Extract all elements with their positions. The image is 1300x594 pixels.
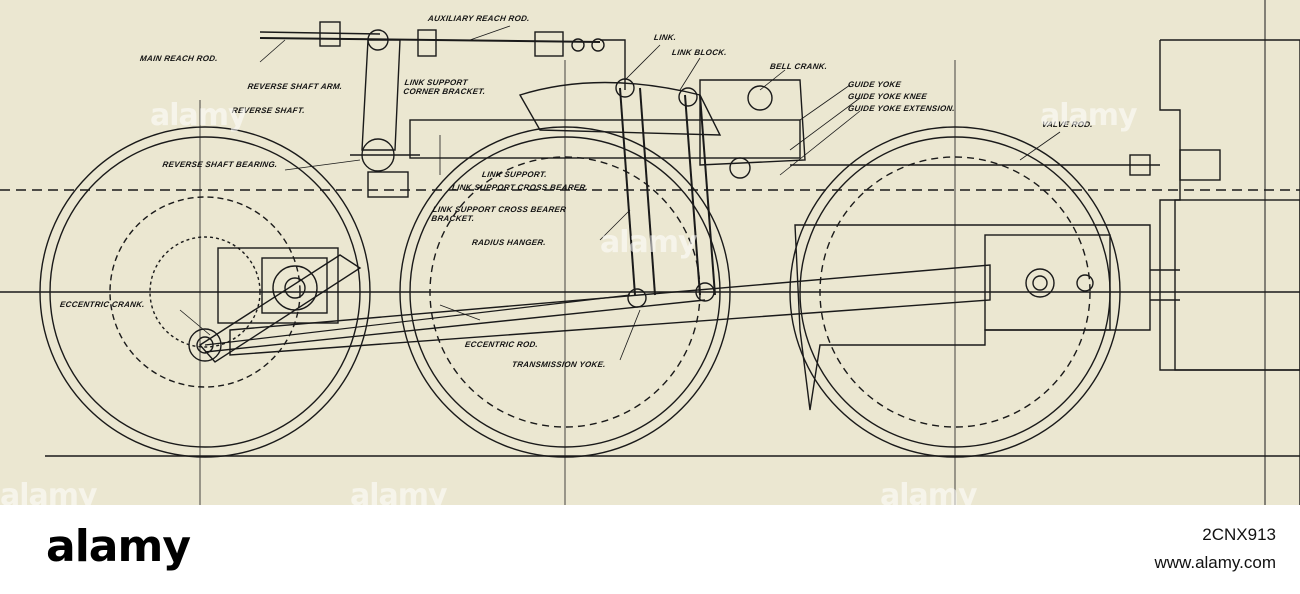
- label-auxiliary-reach-rod: AUXILIARY REACH ROD.: [427, 14, 531, 23]
- label-bell-crank: BELL CRANK.: [769, 62, 829, 71]
- rods: [188, 254, 991, 363]
- drawing-linework: [0, 0, 1300, 505]
- label-reverse-shaft-bearing: REVERSE SHAFT BEARING.: [161, 160, 279, 169]
- label-main-reach-rod: MAIN REACH ROD.: [139, 54, 219, 63]
- leader-lines: [179, 25, 1061, 361]
- label-guide-yoke-extension: GUIDE YOKE EXTENSION.: [847, 104, 956, 113]
- watermark: alamy: [150, 98, 248, 133]
- label-link-block: LINK BLOCK.: [671, 48, 728, 57]
- label-link: LINK.: [653, 33, 678, 42]
- label-reverse-shaft-arm: REVERSE SHAFT ARM.: [246, 82, 344, 91]
- link-support: [409, 78, 806, 308]
- label-link-support-corner-bracket: LINK SUPPORT CORNER BRACKET.: [402, 78, 487, 96]
- reverse-gear: [259, 21, 626, 198]
- label-eccentric-rod: ECCENTRIC ROD.: [464, 340, 539, 349]
- watermark: alamy: [1040, 98, 1138, 133]
- label-guide-yoke-knee: GUIDE YOKE KNEE: [847, 92, 928, 101]
- alamy-logo: alamy: [46, 521, 191, 572]
- label-transmission-yoke: TRANSMISSION YOKE.: [511, 360, 607, 369]
- watermark: alamy: [0, 478, 98, 505]
- label-link-support: LINK SUPPORT.: [481, 170, 548, 179]
- watermark: alamy: [350, 478, 448, 505]
- watermark: alamy: [600, 225, 698, 260]
- eccentric-crank-box: [217, 247, 339, 324]
- watermark: alamy: [880, 478, 978, 505]
- valve-rod-crosshead: [1179, 149, 1221, 181]
- label-radius-hanger: RADIUS HANGER.: [471, 238, 547, 247]
- valve-rod-joint: [1129, 154, 1151, 176]
- driving-wheel-left: [39, 126, 371, 458]
- watermark-footer-bar: alamy 2CNX913 www.alamy.com: [0, 505, 1300, 594]
- valve-gear-drawing: AUXILIARY REACH ROD. LINK. LINK BLOCK. M…: [0, 0, 1300, 505]
- label-link-support-cross-bearer: LINK SUPPORT CROSS BEARER.: [451, 183, 589, 192]
- label-guide-yoke: GUIDE YOKE: [847, 80, 902, 89]
- site-url-text: www.alamy.com: [1154, 553, 1276, 572]
- cylinder-block: [1150, 39, 1300, 505]
- label-eccentric-crank: ECCENTRIC CRANK.: [59, 300, 146, 309]
- crosshead-assembly: [794, 224, 1151, 411]
- label-link-support-cross-bearer-bracket: LINK SUPPORT CROSS BEARER BRACKET.: [430, 205, 567, 223]
- image-id-text: 2CNX913: [1202, 525, 1276, 544]
